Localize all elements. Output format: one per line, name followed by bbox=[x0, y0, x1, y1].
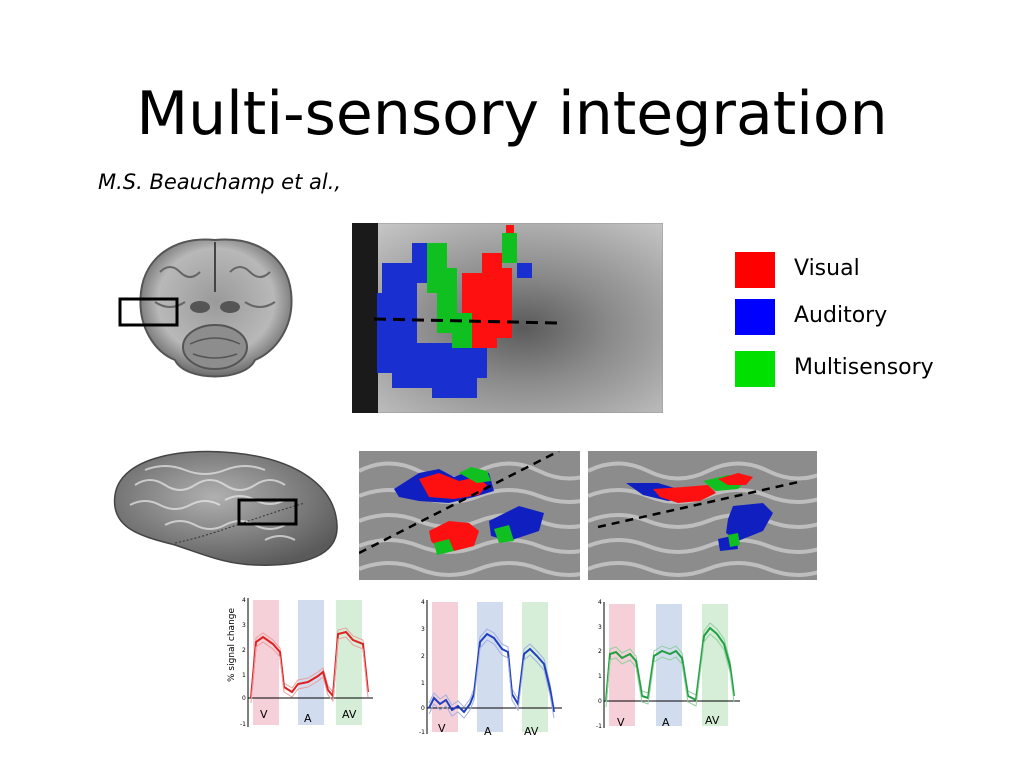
tick-1: 1 bbox=[421, 680, 425, 687]
timecourse-plot-multisensory: 4 3 2 1 0 -1 V A AV bbox=[596, 599, 740, 730]
condition-v: V bbox=[438, 722, 446, 735]
tick-4: 4 bbox=[242, 597, 246, 604]
series-line bbox=[250, 630, 369, 699]
condition-av: AV bbox=[524, 725, 539, 738]
plot-ylabel: % signal change bbox=[227, 608, 237, 682]
condition-v: V bbox=[260, 708, 268, 721]
legend-label-auditory: Auditory bbox=[794, 303, 888, 328]
tick-1: 1 bbox=[598, 673, 602, 680]
tick-neg1: -1 bbox=[240, 721, 246, 728]
region-box-coronal bbox=[118, 297, 179, 327]
lateral-brain-image bbox=[113, 450, 338, 566]
slide-title: Multi-sensory integration bbox=[136, 79, 888, 149]
legend-label-visual: Visual bbox=[794, 256, 860, 281]
flat-map-left bbox=[359, 451, 580, 580]
tick-neg1: -1 bbox=[419, 729, 425, 736]
tick-1: 1 bbox=[242, 672, 246, 679]
tick-2: 2 bbox=[421, 653, 425, 660]
legend-item-visual: Visual bbox=[735, 252, 995, 292]
tick-4: 4 bbox=[421, 599, 425, 606]
condition-av: AV bbox=[705, 714, 720, 727]
tick-4: 4 bbox=[598, 599, 602, 606]
legend-item-multisensory: Multisensory bbox=[735, 351, 995, 391]
tick-0: 0 bbox=[598, 698, 602, 705]
tick-2: 2 bbox=[242, 647, 246, 654]
zoom-activation-map bbox=[352, 223, 663, 413]
visual-swatch bbox=[735, 252, 775, 288]
tick-neg1: -1 bbox=[596, 723, 602, 730]
timecourse-plot-auditory: 4 3 2 1 0 -1 V A AV bbox=[419, 599, 562, 738]
author-citation: M.S. Beauchamp et al., bbox=[98, 170, 342, 194]
tick-2: 2 bbox=[598, 648, 602, 655]
tick-3: 3 bbox=[598, 624, 602, 631]
condition-a: A bbox=[484, 725, 492, 738]
legend-item-auditory: Auditory bbox=[735, 299, 995, 339]
tick-3: 3 bbox=[421, 626, 425, 633]
tick-3: 3 bbox=[242, 622, 246, 629]
timecourse-plot-visual: % signal change 4 3 2 1 0 -1 V A AV bbox=[227, 597, 373, 728]
multisensory-swatch bbox=[735, 351, 775, 387]
flat-map-right bbox=[588, 451, 817, 580]
band-av bbox=[336, 600, 362, 725]
band-auditory bbox=[298, 600, 324, 725]
condition-v: V bbox=[617, 716, 625, 729]
tick-0: 0 bbox=[242, 695, 246, 702]
region-box-lateral bbox=[237, 498, 298, 526]
coronal-brain-image bbox=[118, 238, 293, 378]
legend-label-multisensory: Multisensory bbox=[794, 355, 934, 380]
auditory-swatch bbox=[735, 299, 775, 335]
condition-av: AV bbox=[342, 708, 357, 721]
condition-a: A bbox=[304, 712, 312, 725]
band-visual bbox=[253, 600, 279, 725]
condition-a: A bbox=[662, 716, 670, 729]
tick-0: 0 bbox=[421, 705, 425, 712]
